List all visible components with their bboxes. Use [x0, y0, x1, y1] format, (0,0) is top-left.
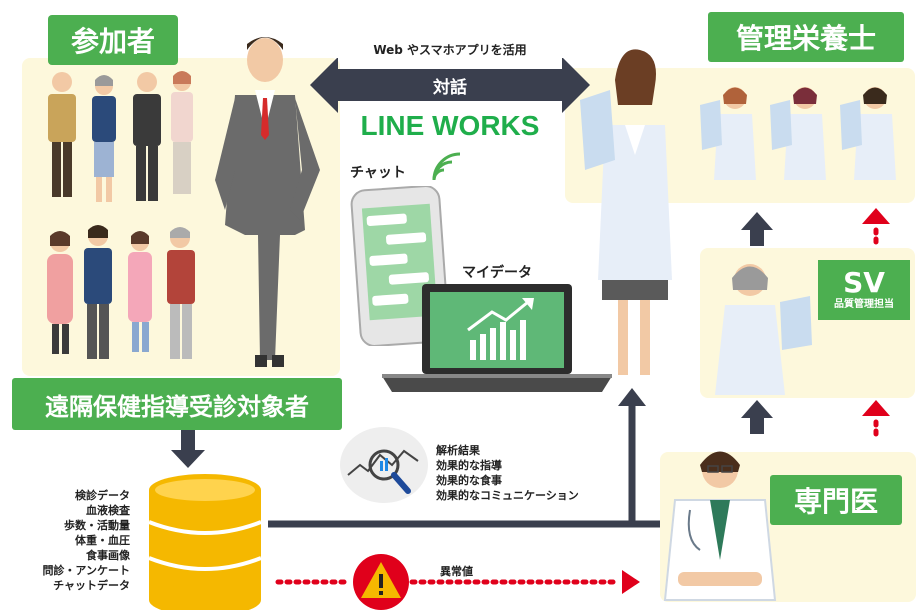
specialist-figure: [663, 451, 777, 601]
analysis-item: 効果的な指導: [436, 459, 502, 472]
data-item: チャットデータ: [53, 579, 130, 592]
alert-label: 異常値: [440, 565, 473, 578]
participants-illustration: [47, 37, 320, 367]
data-item: 血液検査: [86, 504, 130, 517]
data-item: 体重・血圧: [75, 534, 130, 547]
sv-figure: [715, 264, 812, 395]
dietitian-figures: [700, 87, 896, 180]
analysis-items-list: 解析結果 効果的な指導 効果的な食事 効果的なコミュニケーション: [436, 443, 579, 503]
chat-label: チャット: [350, 165, 406, 181]
participant-group-top: [48, 71, 193, 202]
alert-arrow-to-dietitian: [862, 208, 890, 251]
dialogue-top-note: Web やスマホアプリを活用: [330, 42, 570, 58]
main-dietitian-figure: [580, 49, 672, 375]
sv-sublabel: 品質管理担当: [834, 299, 894, 310]
data-item: 問診・アンケート: [42, 564, 130, 577]
dietitians-label: 管理栄養士: [708, 12, 904, 62]
analysis-item: 効果的な食事: [436, 474, 502, 487]
mydata-label: マイデータ: [462, 265, 532, 281]
dialogue-label: 対話: [433, 78, 467, 98]
database-icon: [148, 474, 262, 610]
participant-group-bottom: [47, 225, 195, 359]
warning-icon: [353, 554, 409, 610]
data-items-list: 検診データ 血液検査 歩数・活動量 体重・血圧 食事画像 問診・アンケート チャ…: [10, 488, 130, 593]
line-works-logo: LINE WORKS: [360, 110, 540, 141]
analysis-magnifier-icon: [340, 427, 428, 503]
laptop-illustration: [382, 284, 612, 392]
wifi-icon: [432, 152, 461, 181]
sv-label-box: SV 品質管理担当: [818, 260, 910, 320]
staff-illustration: [580, 49, 896, 601]
dialogue-arrow: [310, 57, 590, 113]
data-item: 検診データ: [75, 489, 130, 502]
participants-group-label: 遠隔保健指導受診対象者: [12, 378, 342, 430]
data-item: 食事画像: [86, 549, 130, 562]
data-item: 歩数・活動量: [64, 519, 130, 532]
alert-arrow-to-sv: [862, 400, 890, 443]
main-participant-figure: [215, 37, 320, 367]
sv-label: SV: [843, 266, 885, 299]
specialist-label: 専門医: [770, 475, 902, 525]
analysis-item: 解析結果: [436, 444, 480, 457]
analysis-item: 効果的なコミュニケーション: [436, 489, 579, 502]
sv-to-dietitian-arrow: [741, 212, 773, 246]
specialist-to-sv-arrow: [741, 400, 773, 434]
participants-label: 参加者: [48, 15, 178, 65]
